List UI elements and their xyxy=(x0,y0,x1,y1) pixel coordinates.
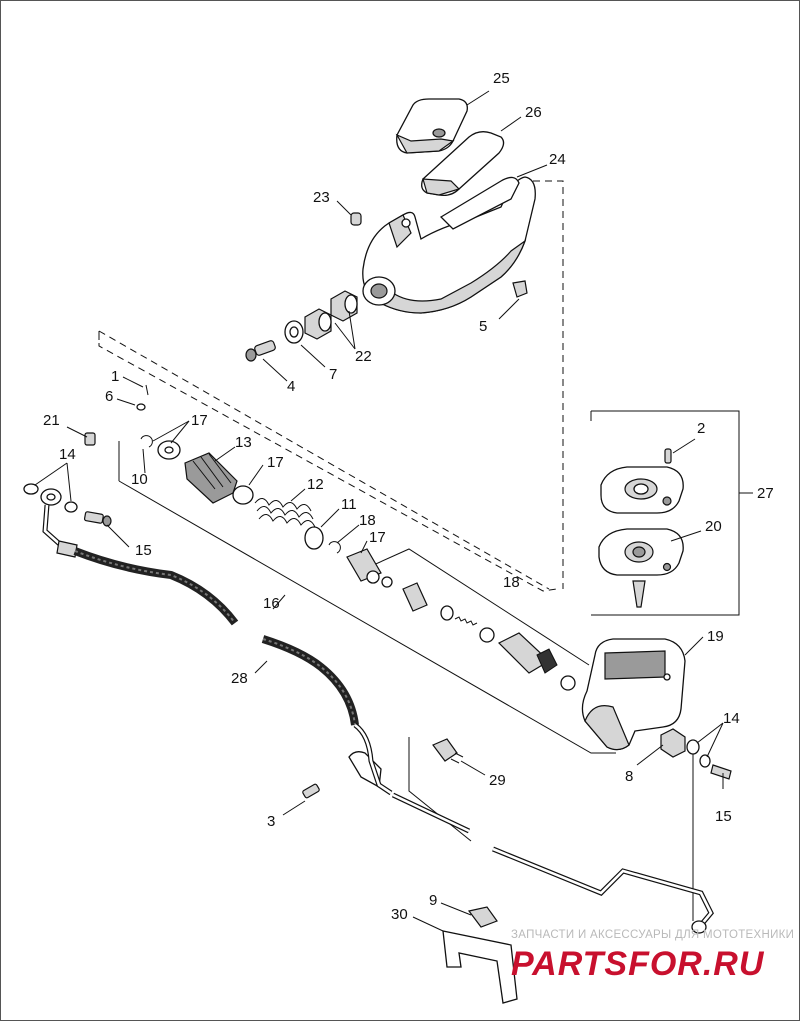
nut-and-washers xyxy=(660,728,732,780)
callout-16: 16 xyxy=(263,595,280,612)
return-spring xyxy=(254,498,316,528)
footpeg-insert xyxy=(421,131,505,197)
callout-12: 12 xyxy=(307,476,324,493)
callout-18-bottom: 18 xyxy=(503,574,520,591)
reservoir-cover xyxy=(600,466,684,514)
callout-24: 24 xyxy=(549,151,566,168)
callout-26: 26 xyxy=(525,104,542,121)
callout-4: 4 xyxy=(287,378,295,395)
callout-17-mid: 17 xyxy=(267,454,284,471)
pedal-screw xyxy=(512,280,528,298)
callout-20: 20 xyxy=(705,518,722,535)
set-screw xyxy=(350,212,362,226)
callout-18-top: 18 xyxy=(359,512,376,529)
callout-15-right: 15 xyxy=(715,808,732,825)
line-clip xyxy=(467,906,498,928)
assembly-boundary-lines xyxy=(98,180,753,921)
callout-10: 10 xyxy=(131,471,148,488)
callout-3: 3 xyxy=(267,813,275,830)
callout-8: 8 xyxy=(625,768,633,785)
callout-17-top: 17 xyxy=(191,412,208,429)
leader-lines xyxy=(34,90,724,932)
diaphragm-plate xyxy=(598,528,684,608)
snap-rings xyxy=(140,435,341,554)
banjo-fitting xyxy=(40,488,78,558)
callout-23: 23 xyxy=(313,189,330,206)
partsfor-watermark: ЗАПЧАСТИ И АКСЕССУАРЫ ДЛЯ МОТОТЕХНИКИ PA… xyxy=(511,929,794,983)
piston-assembly xyxy=(346,548,576,691)
brake-light-switch xyxy=(432,738,464,764)
callout-30: 30 xyxy=(391,906,408,923)
callout-6: 6 xyxy=(105,388,113,405)
bleeder-screw xyxy=(84,432,96,446)
callout-17-low: 17 xyxy=(369,529,386,546)
callout-19: 19 xyxy=(707,628,724,645)
callout-labels: 25 26 24 23 5 4 7 22 1 6 21 14 15 17 10 … xyxy=(43,70,774,923)
brake-line xyxy=(391,792,714,934)
pushrod-boot xyxy=(184,452,254,505)
washer xyxy=(284,320,304,344)
banjo-washers-left xyxy=(23,483,78,513)
watermark-brand: PARTSFOR.RU xyxy=(511,945,765,983)
callout-21: 21 xyxy=(43,412,60,429)
hose-clamp xyxy=(348,722,393,796)
callout-2: 2 xyxy=(697,420,705,437)
callout-9: 9 xyxy=(429,892,437,909)
callout-15-left: 15 xyxy=(135,542,152,559)
master-cylinder-body xyxy=(581,638,686,751)
pedal-bushings xyxy=(304,290,358,340)
callout-28: 28 xyxy=(231,670,248,687)
callout-29: 29 xyxy=(489,772,506,789)
watermark-tagline: ЗАПЧАСТИ И АКСЕССУАРЫ ДЛЯ МОТОТЕХНИКИ xyxy=(511,929,794,941)
banjo-bolt xyxy=(83,511,112,527)
callout-7: 7 xyxy=(329,366,337,383)
callout-14-left: 14 xyxy=(59,446,76,463)
callout-11: 11 xyxy=(341,496,357,513)
mounting-bracket xyxy=(442,930,518,1004)
reservoir-cover-screw xyxy=(664,448,672,464)
callout-5: 5 xyxy=(479,318,487,335)
callout-22: 22 xyxy=(355,348,372,365)
callout-14-right: 14 xyxy=(723,710,740,727)
retainer-washer xyxy=(157,440,181,460)
brake-hose xyxy=(73,547,359,726)
callout-13: 13 xyxy=(235,434,252,451)
cotter-pin-and-clevis xyxy=(136,384,149,411)
pivot-bolt xyxy=(245,340,276,362)
callout-25: 25 xyxy=(493,70,510,87)
callout-1: 1 xyxy=(111,368,119,385)
brake-pedal-arm xyxy=(362,176,536,314)
footpeg-rubber-pad xyxy=(395,98,468,154)
callout-27: 27 xyxy=(757,485,774,502)
o-ring-large xyxy=(304,526,324,550)
clamp-screw xyxy=(302,783,320,799)
